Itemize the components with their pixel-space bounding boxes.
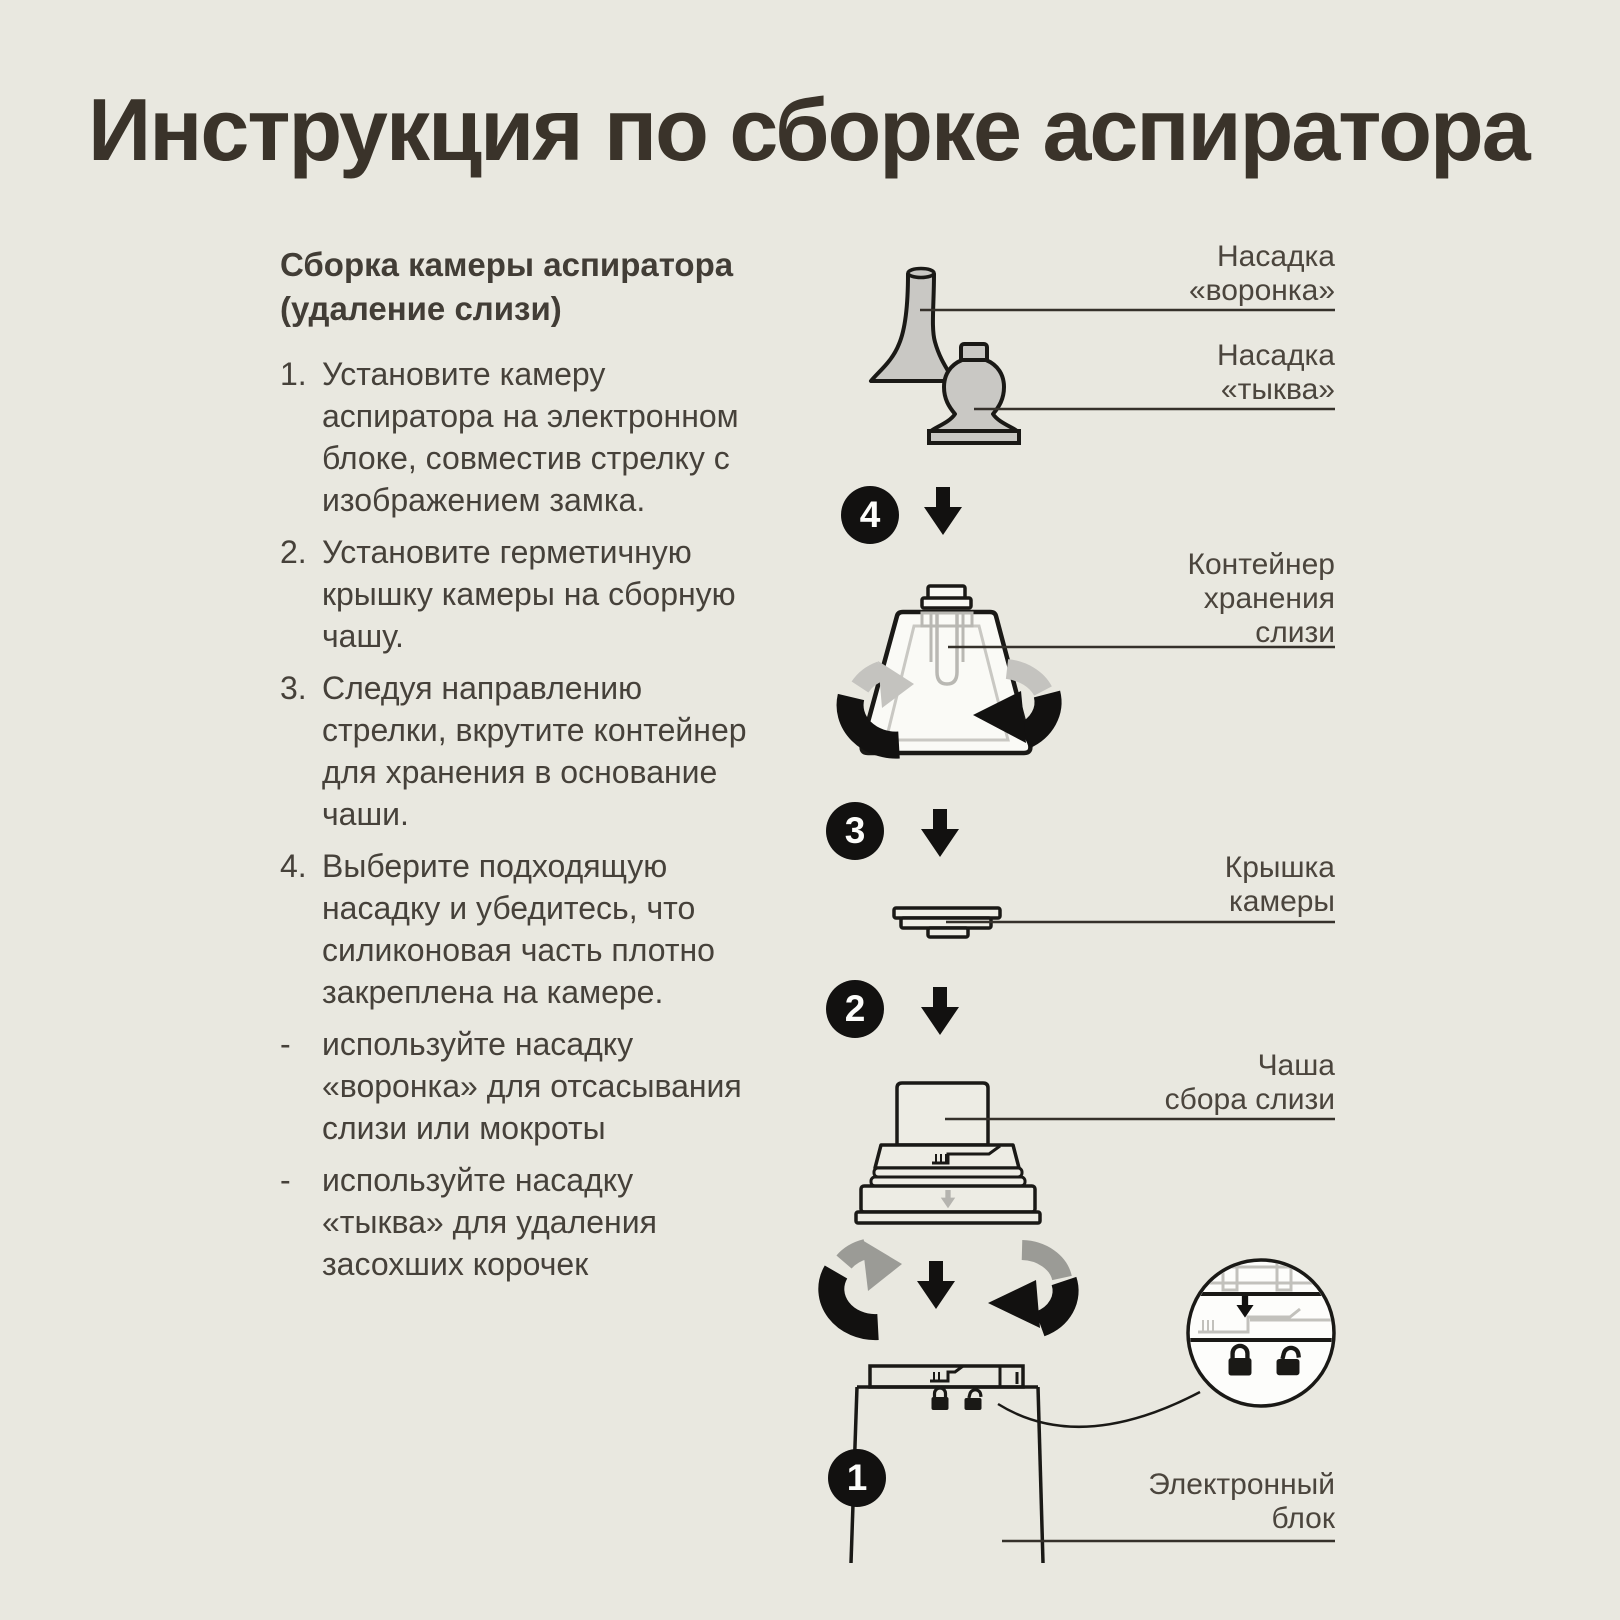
rotate-arrowhead-grey	[878, 661, 914, 708]
section-heading: Сборка камеры аспиратора (удаление слизи…	[280, 246, 734, 327]
rotate-ribbon-right	[1034, 1276, 1079, 1337]
electronic-unit-illustration	[849, 1364, 1201, 1564]
step-text: Установите камеру аспиратора на электрон…	[322, 356, 739, 518]
inset-connector-line	[997, 1390, 1201, 1429]
rotate-arrowhead-grey	[862, 1240, 902, 1291]
step-badge-4: 4	[841, 486, 899, 544]
label-pumpkin-nozzle: Насадка «тыква»	[1216, 339, 1335, 406]
step-text: Выберите подходящую насадку и убедитесь,…	[322, 848, 715, 1010]
note-text: используйте насадку «тыква» для удаления…	[322, 1162, 657, 1282]
instructions-column: Сборка камеры аспиратора (удаление слизи…	[280, 243, 750, 1295]
step-item-3: 3. Следуя направлению стрелки, вкрутите …	[280, 667, 750, 835]
label-chamber-lid: Крышка камеры	[1224, 851, 1335, 918]
note-item-pumpkin: - используйте насадку «тыква» для удален…	[280, 1159, 750, 1285]
down-arrow-icon	[921, 987, 959, 1035]
collection-cup-illustration	[854, 1081, 1042, 1225]
note-item-funnel: - используйте насадку «воронка» для отса…	[280, 1023, 750, 1149]
label-funnel-nozzle: Насадка «воронка»	[1188, 240, 1335, 307]
rotate-ribbon-left	[836, 693, 900, 759]
step-number: 4.	[280, 848, 307, 884]
pumpkin-nozzle-illustration	[927, 342, 1021, 445]
lock-detail-inset	[1186, 1258, 1336, 1408]
step-badge-1: 1	[828, 1449, 886, 1507]
step-number: 3.	[280, 670, 307, 706]
rotate-arrowhead-black	[988, 1280, 1040, 1328]
rotate-arrowhead-black	[973, 691, 1026, 743]
note-text: используйте насадку «воронка» для отсасы…	[322, 1026, 742, 1146]
down-arrow-icon	[921, 809, 959, 857]
step-item-2: 2. Установите герметичную крышку камеры …	[280, 531, 750, 657]
dash-marker: -	[280, 1162, 291, 1198]
step-text: Установите герметичную крышку камеры на …	[322, 534, 736, 654]
dash-marker: -	[280, 1026, 291, 1062]
rotate-ribbon-left	[818, 1265, 879, 1341]
step-number: 1.	[280, 356, 307, 392]
step-item-1: 1. Установите камеру аспиратора на элект…	[280, 353, 750, 521]
rotate-ribbon-right	[1017, 690, 1062, 749]
funnel-nozzle-illustration	[869, 266, 956, 383]
rotate-arrows	[818, 1239, 1079, 1341]
step-number: 2.	[280, 534, 307, 570]
step-badge-3: 3	[826, 802, 884, 860]
label-storage-container: Контейнер хранения слизи	[1187, 548, 1335, 649]
down-arrow-icon	[917, 1261, 955, 1309]
lock-open-icon	[962, 1386, 984, 1412]
down-arrow-icon	[924, 487, 962, 535]
step-badge-2: 2	[826, 980, 884, 1038]
page-title: Инструкция по сборке аспиратора	[88, 80, 1531, 179]
lock-closed-icon	[929, 1386, 951, 1412]
leader-lines	[920, 308, 1335, 1543]
label-collection-cup: Чаша сбора слизи	[1164, 1049, 1335, 1116]
step-text: Следуя направлению стрелки, вкрутите кон…	[322, 670, 747, 832]
step-item-4: 4. Выберите подходящую насадку и убедите…	[280, 845, 750, 1013]
label-electronic-unit: Электронный блок	[1148, 1468, 1335, 1535]
